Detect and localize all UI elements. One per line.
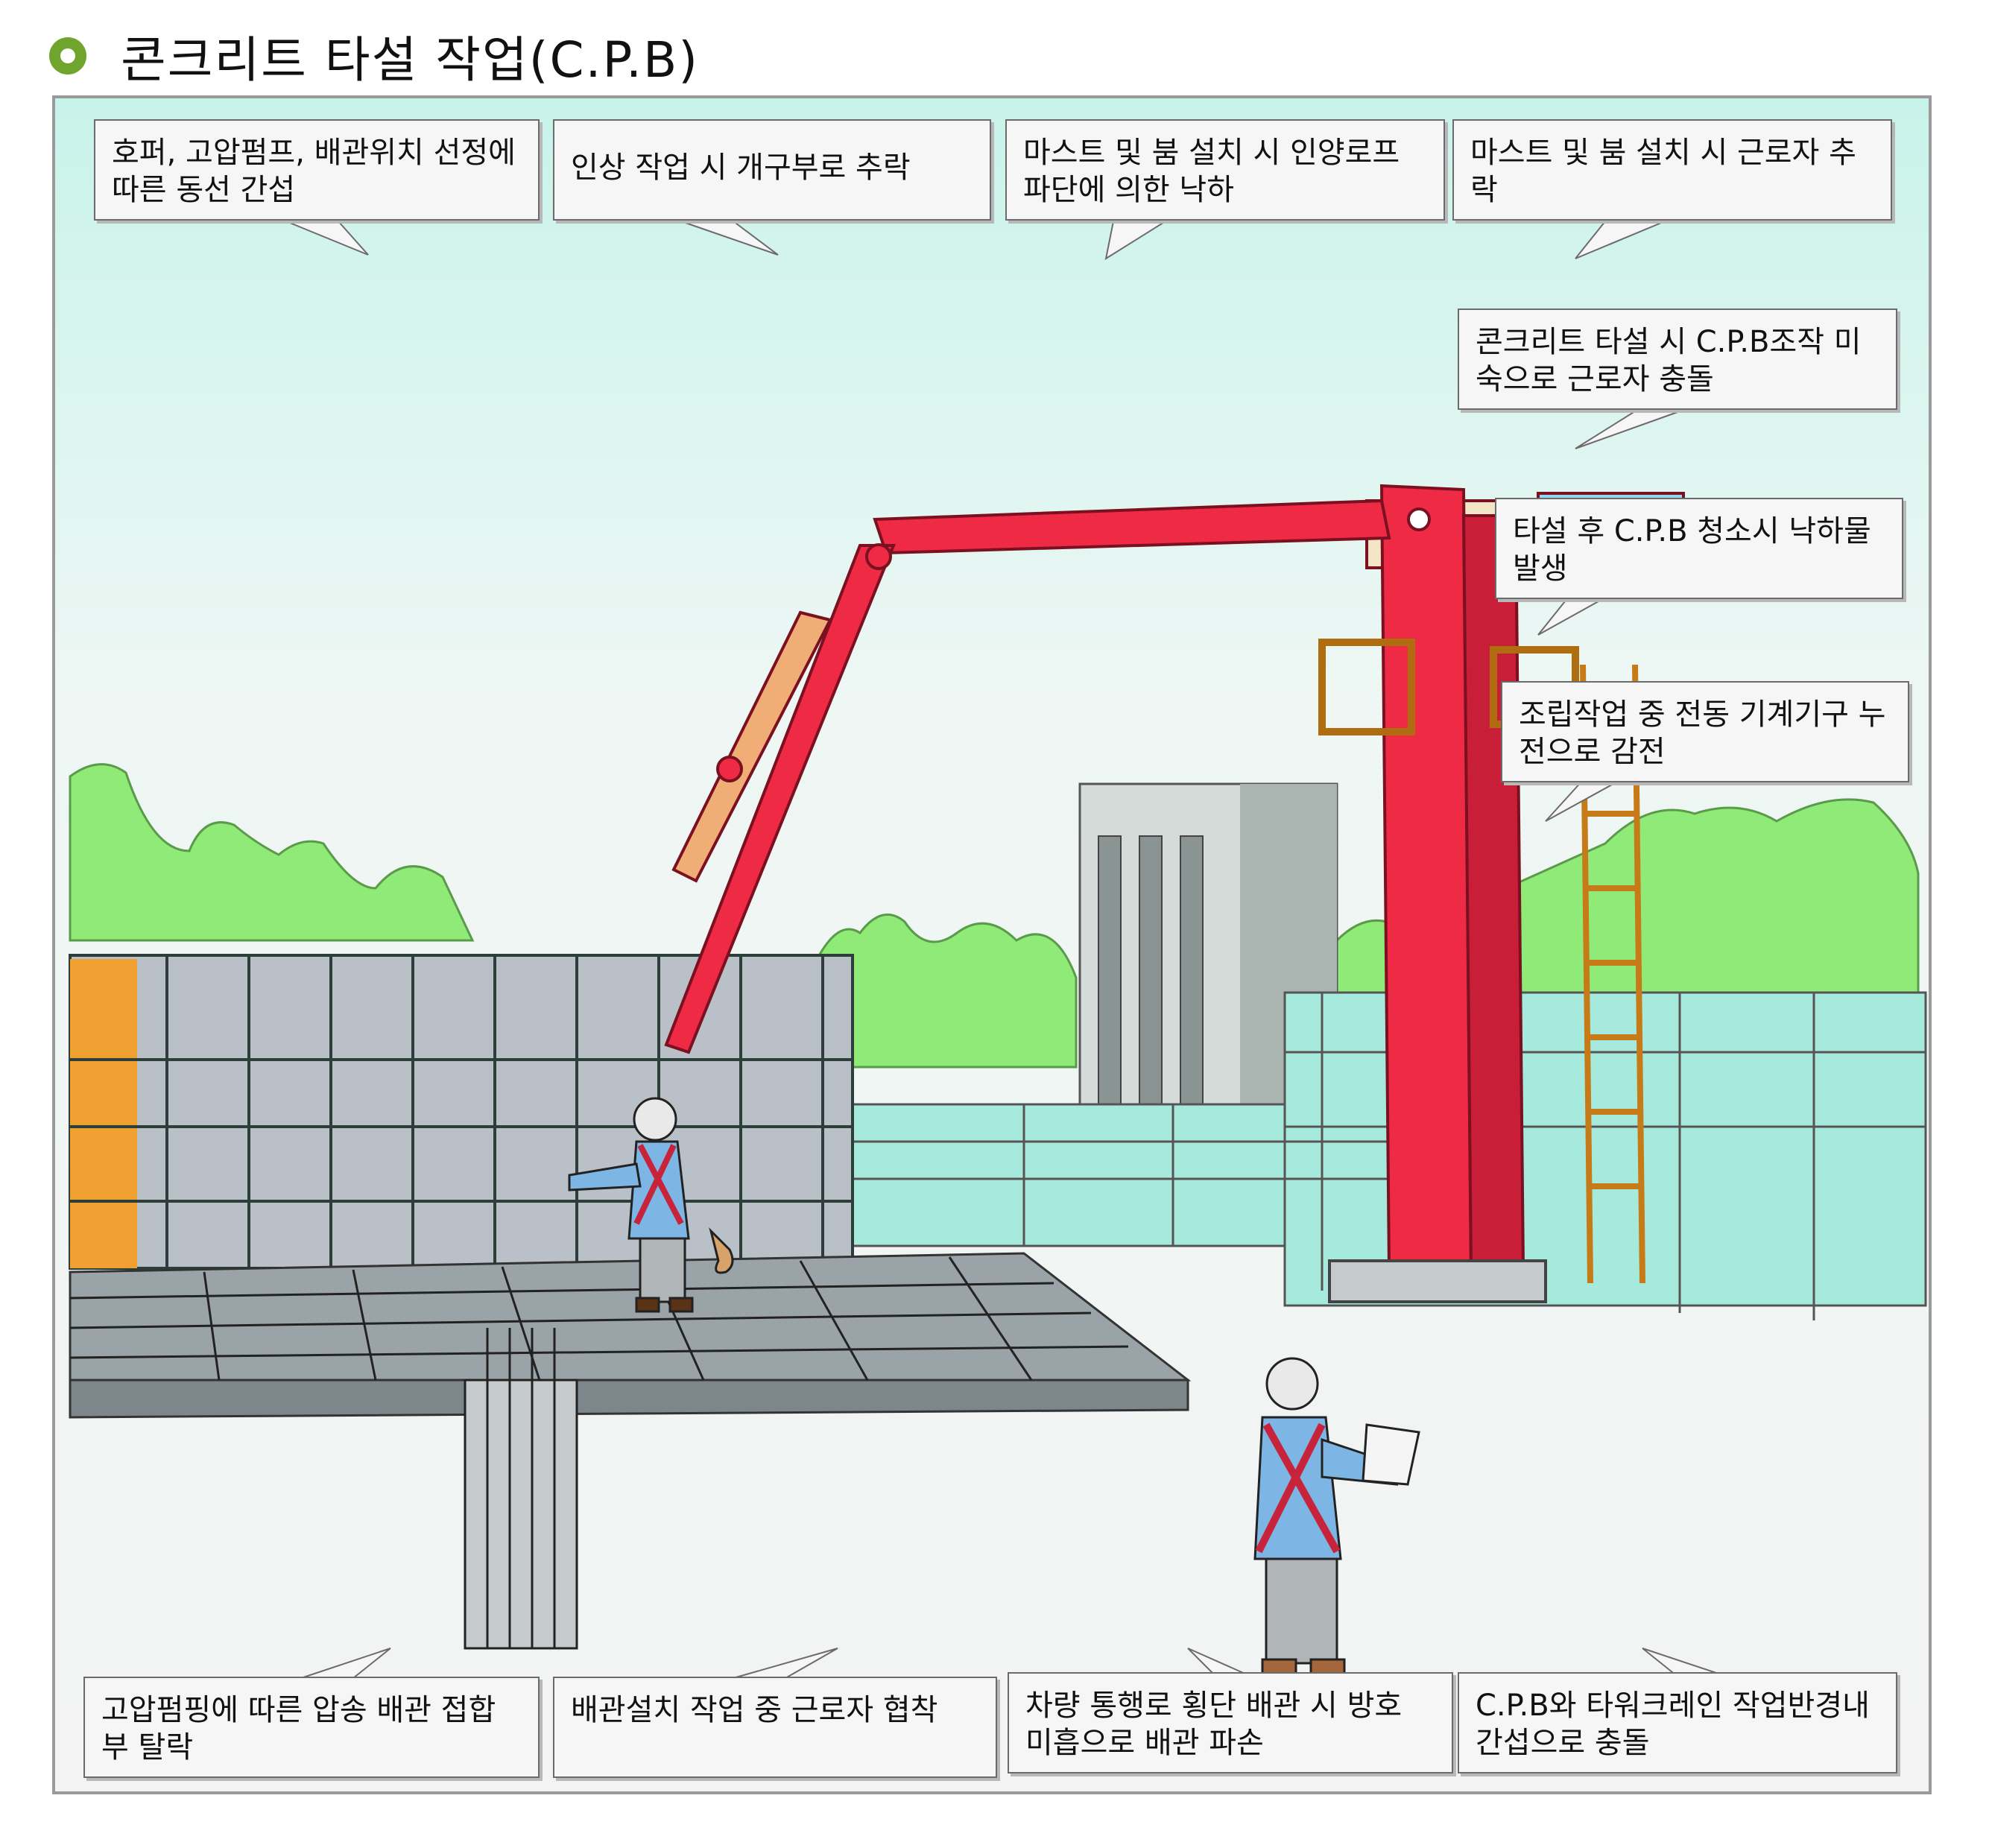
callout-rope-break: 마스트 및 붐 설치 시 인양로프 파단에 의한 낙하 [1005, 119, 1445, 221]
callout-pipe-joint: 고압펌핑에 따른 압송 배관 접합부 탈락 [83, 1677, 540, 1778]
illustration-frame: 호퍼, 고압펌프, 배관위치 선정에 따른 동선 간섭 인상 작업 시 개구부로… [52, 95, 1932, 1794]
circle-bullet-icon [49, 37, 86, 75]
callout-cleaning-drop: 타설 후 C.P.B 청소시 낙하물 발생 [1495, 498, 1903, 599]
callout-electric-shock: 조립작업 중 전동 기계기구 누전으로 감전 [1501, 681, 1909, 782]
tree-line-left [69, 763, 475, 942]
title-row: 콘크리트 타설 작업(C.P.B) [49, 22, 699, 89]
callout-tails [285, 221, 1733, 1679]
callout-pipe-damage: 차량 통행로 횡단 배관 시 방호 미흡으로 배관 파손 [1008, 1672, 1453, 1773]
concrete-slab [69, 1252, 1192, 1382]
callout-hopper: 호퍼, 고압펌프, 배관위치 선정에 따른 동선 간섭 [94, 119, 540, 221]
rebar-column [464, 1328, 578, 1650]
page-title: 콘크리트 타설 작업(C.P.B) [121, 31, 700, 89]
callout-pipe-pinch: 배관설치 작업 중 근로자 협착 [553, 1677, 997, 1778]
callout-lift-opening: 인상 작업 시 개구부로 추락 [553, 119, 991, 221]
fence-gray [69, 954, 854, 1270]
callout-operation-collision: 콘크리트 타설 시 C.P.B조작 미숙으로 근로자 충돌 [1458, 308, 1897, 410]
worker-left [568, 1097, 734, 1313]
callout-crane-collision: C.P.B와 타워크레인 작업반경내 간섭으로 충돌 [1458, 1672, 1897, 1773]
rebar-grid [69, 1256, 1129, 1381]
worker-right [1253, 1357, 1420, 1680]
tree-line-middle [814, 914, 1078, 1069]
callout-worker-fall: 마스트 및 붐 설치 시 근로자 추락 [1452, 119, 1892, 221]
